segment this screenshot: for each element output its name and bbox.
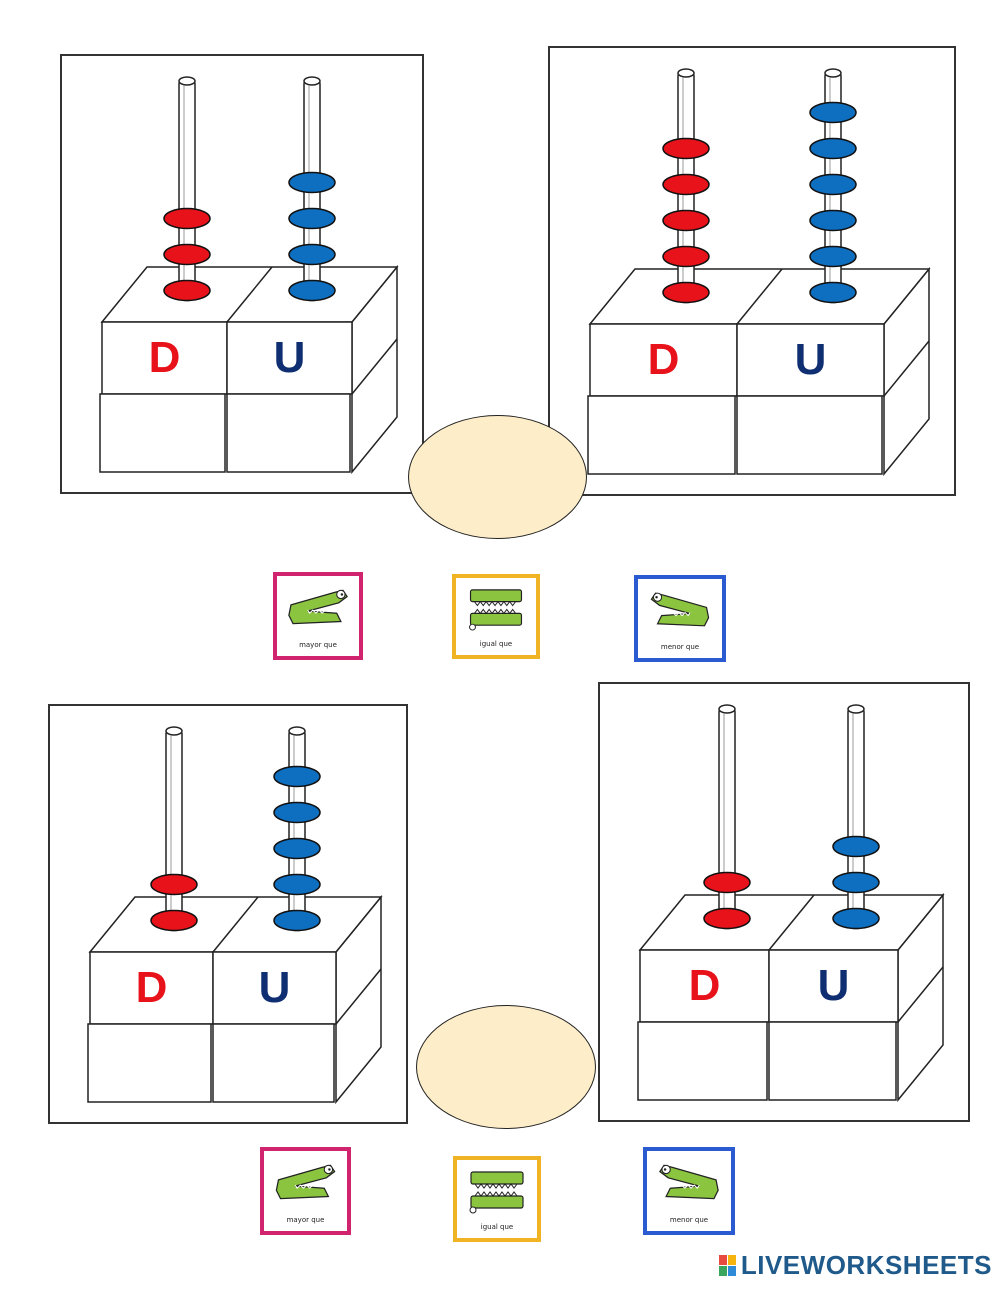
tens-answer-box[interactable] <box>587 395 736 475</box>
tens-answer-box[interactable] <box>99 393 226 473</box>
bead-units <box>809 209 857 232</box>
bead-units <box>288 171 336 194</box>
bead-tens <box>150 909 198 932</box>
bead-tens <box>703 871 751 894</box>
brand-text: LIVEWORKSHEETS <box>740 1250 992 1280</box>
rod-tens <box>718 705 736 930</box>
bead-units <box>273 801 321 824</box>
choice-igual-que-top[interactable]: igual que <box>452 574 540 659</box>
bead-units <box>288 243 336 266</box>
crocodile-closed-icon <box>469 589 523 631</box>
bead-tens <box>662 173 710 196</box>
tens-label: D <box>136 963 168 1012</box>
crocodile-mouth-right-icon <box>288 589 348 625</box>
units-label: U <box>795 335 827 384</box>
choice-label: mayor que <box>299 641 337 649</box>
bead-units <box>273 765 321 788</box>
bead-tens <box>662 245 710 268</box>
bead-tens <box>662 281 710 304</box>
bead-units <box>273 837 321 860</box>
bead-tens <box>662 209 710 232</box>
rod-tens <box>165 727 183 932</box>
units-label: U <box>259 963 291 1012</box>
crocodile-mouth-right-icon <box>275 1164 336 1200</box>
units-label: U <box>818 961 850 1010</box>
bead-units <box>832 871 880 894</box>
rod-units <box>288 727 306 932</box>
choice-menor-que-top[interactable]: menor que <box>634 575 726 662</box>
choice-label: igual que <box>480 1223 514 1231</box>
choice-igual-que-bottom[interactable]: igual que <box>453 1156 541 1242</box>
rod-tens <box>178 77 196 302</box>
bead-units <box>273 909 321 932</box>
crocodile-closed-icon <box>469 1171 524 1214</box>
bead-units <box>809 137 857 160</box>
units-label: U <box>274 333 306 382</box>
tens-label: D <box>689 961 721 1010</box>
choice-label: igual que <box>479 640 513 648</box>
units-answer-box[interactable] <box>768 1021 897 1101</box>
bead-units <box>832 835 880 858</box>
units-answer-box[interactable] <box>212 1023 335 1103</box>
liveworksheets-logo: LIVEWORKSHEETS <box>718 1250 992 1281</box>
tens-label: D <box>149 333 181 382</box>
bead-units <box>832 907 880 930</box>
bead-units <box>809 245 857 268</box>
tens-label: D <box>648 335 680 384</box>
choice-mayor-que-bottom[interactable]: mayor que <box>260 1147 351 1235</box>
liveworksheets-mark-icon <box>718 1254 737 1277</box>
comparison-answer-bottom[interactable] <box>416 1005 596 1129</box>
choice-menor-que-bottom[interactable]: menor que <box>643 1147 735 1235</box>
bead-units <box>809 173 857 196</box>
bead-tens <box>163 207 211 230</box>
bead-units <box>288 207 336 230</box>
choice-mayor-que-top[interactable]: mayor que <box>273 572 363 660</box>
bead-units <box>288 279 336 302</box>
crocodile-mouth-left-icon <box>659 1164 719 1200</box>
tens-answer-box[interactable] <box>87 1023 212 1103</box>
tens-answer-box[interactable] <box>637 1021 768 1101</box>
choice-label: mayor que <box>286 1216 325 1224</box>
bead-tens <box>163 243 211 266</box>
bead-tens <box>150 873 198 896</box>
bead-units <box>809 281 857 304</box>
bead-tens <box>163 279 211 302</box>
comparison-answer-top[interactable] <box>408 415 587 539</box>
bead-units <box>273 873 321 896</box>
bead-units <box>809 101 857 124</box>
rod-units <box>847 705 865 930</box>
bead-tens <box>703 907 751 930</box>
bead-tens <box>662 137 710 160</box>
crocodile-mouth-left-icon <box>650 592 710 627</box>
choice-label: menor que <box>669 1216 709 1224</box>
units-answer-box[interactable] <box>736 395 883 475</box>
units-answer-box[interactable] <box>226 393 351 473</box>
choice-label: menor que <box>660 643 700 651</box>
